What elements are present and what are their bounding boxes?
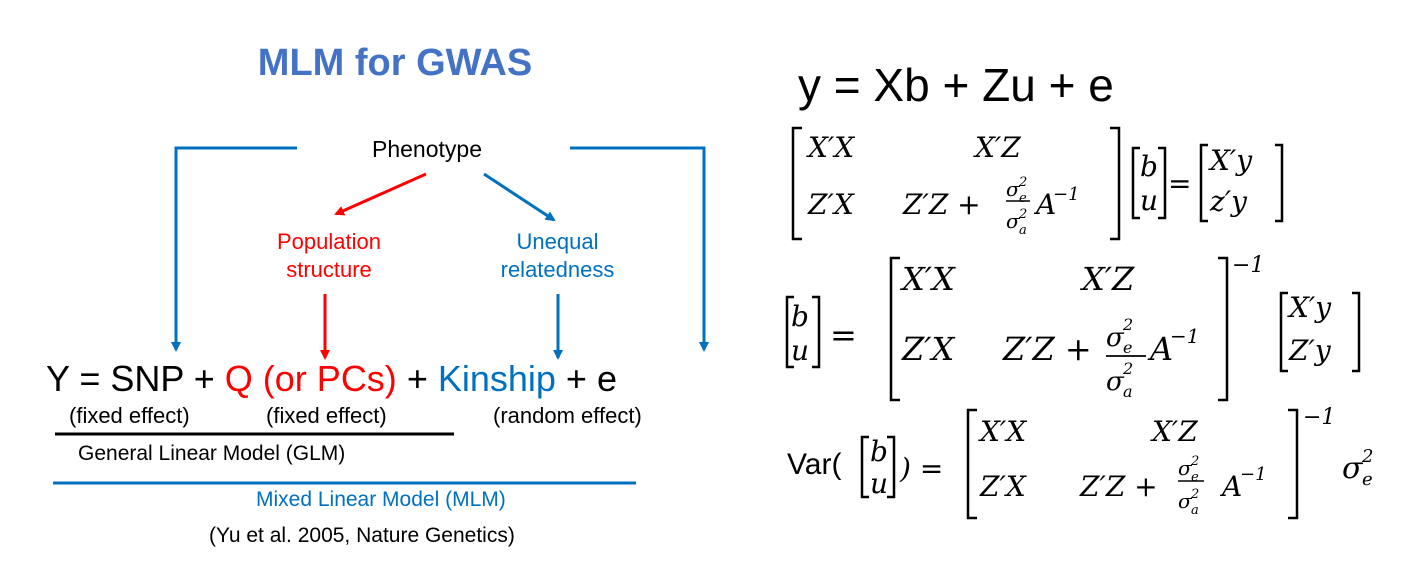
svg-text:σ: σ: [1342, 451, 1364, 486]
svg-text:X′y: X′y: [1287, 291, 1332, 324]
main-equation: y = Xb + Zu + e: [798, 59, 1114, 111]
svg-text:Z′y: Z′y: [1288, 334, 1332, 367]
svg-text:σ: σ: [1106, 323, 1125, 353]
svg-text:2: 2: [1361, 446, 1373, 467]
svg-text:−1: −1: [1170, 324, 1199, 348]
svg-text:Z′X: Z′X: [901, 330, 956, 368]
population-structure-line-1: Population: [277, 229, 381, 254]
svg-text:σ: σ: [1178, 489, 1193, 513]
gwas-model-equation: Y = SNP + Q (or PCs) + Kinship + e: [46, 358, 617, 400]
glm-label: General Linear Model (GLM): [78, 442, 346, 465]
svg-text:Z′X: Z′X: [979, 470, 1027, 503]
svg-text:Z′Z +: Z′Z +: [1002, 330, 1092, 368]
svg-text:2: 2: [1122, 359, 1133, 378]
equation-q-term: Q (or PCs): [224, 358, 397, 399]
svg-text:z′y: z′y: [1209, 185, 1248, 218]
random-effect-label: (random effect): [493, 403, 642, 428]
svg-text:X′Z: X′Z: [1150, 415, 1198, 448]
svg-text:A: A: [1219, 470, 1242, 503]
svg-text:a: a: [1019, 223, 1027, 238]
svg-text:b: b: [791, 300, 809, 333]
svg-text:e: e: [1019, 191, 1027, 206]
svg-text:−1: −1: [1303, 405, 1335, 430]
svg-text:Z′Z +: Z′Z +: [902, 188, 981, 221]
svg-text:2: 2: [1190, 487, 1199, 502]
arrow-phenotype-to-snp: [171, 146, 297, 352]
svg-text:σ: σ: [1106, 367, 1125, 397]
svg-text:X′y: X′y: [1208, 144, 1253, 177]
variance-label: Var(: [787, 448, 842, 481]
arrows-layer: [53, 146, 709, 485]
svg-text:σ: σ: [1006, 209, 1021, 233]
svg-text:A: A: [1147, 330, 1173, 368]
svg-text:X′X: X′X: [978, 415, 1027, 448]
svg-text:−1: −1: [1232, 253, 1264, 278]
svg-text:a: a: [1123, 382, 1133, 401]
svg-text:e: e: [1123, 338, 1132, 357]
svg-text:X′Z: X′Z: [1079, 260, 1135, 298]
svg-text:X′X: X′X: [899, 260, 956, 298]
svg-text:−1: −1: [1240, 464, 1267, 485]
svg-text:=: =: [1168, 167, 1191, 200]
equation-kinship-term: Kinship: [437, 358, 556, 399]
svg-text:X′X: X′X: [806, 131, 855, 164]
svg-text:b: b: [870, 435, 888, 468]
arrow-phenotype-to-e: [570, 146, 709, 352]
svg-text:2: 2: [1190, 454, 1199, 469]
citation: (Yu et al. 2005, Nature Genetics): [209, 524, 515, 547]
svg-text:A: A: [1033, 188, 1056, 221]
svg-text:σ: σ: [1178, 456, 1193, 480]
unequal-relatedness-line-1: Unequal: [516, 229, 599, 254]
svg-text:u: u: [870, 467, 888, 500]
fixed-effect-label-snp: (fixed effect): [69, 403, 190, 428]
equation-error-term: + e: [555, 358, 617, 399]
svg-text:−1: −1: [1053, 184, 1080, 205]
svg-text:Z′X: Z′X: [807, 188, 855, 221]
population-structure-line-2: structure: [286, 257, 372, 282]
svg-text:X′Z: X′Z: [973, 131, 1021, 164]
unequal-relatedness-label: Unequal relatedness: [470, 228, 645, 284]
svg-text:2: 2: [1018, 175, 1027, 190]
svg-text:e: e: [1191, 470, 1199, 485]
mlm-label: Mixed Linear Model (MLM): [256, 488, 506, 511]
phenotype-label: Phenotype: [372, 136, 482, 162]
equation-plus: +: [396, 358, 438, 399]
svg-text:2: 2: [1122, 315, 1133, 334]
fixed-effect-label-q: (fixed effect): [266, 403, 387, 428]
svg-text:u: u: [791, 334, 809, 367]
diagram-title: MLM for GWAS: [257, 42, 533, 84]
svg-text:σ: σ: [1006, 177, 1021, 201]
arrow-phenotype-to-population: [334, 172, 427, 216]
svg-text:) =: ) =: [899, 452, 943, 485]
equation-y-snp: Y = SNP +: [46, 358, 225, 399]
svg-text:Z′Z +: Z′Z +: [1079, 470, 1158, 503]
svg-text:u: u: [1140, 184, 1158, 217]
population-structure-label: Population structure: [234, 228, 424, 284]
svg-text:2: 2: [1018, 207, 1027, 222]
svg-text:=: =: [830, 316, 857, 354]
svg-text:e: e: [1362, 469, 1373, 490]
svg-text:a: a: [1191, 503, 1199, 518]
arrow-phenotype-to-relatedness: [483, 172, 556, 222]
unequal-relatedness-line-2: relatedness: [500, 257, 615, 282]
svg-text:b: b: [1140, 150, 1158, 183]
